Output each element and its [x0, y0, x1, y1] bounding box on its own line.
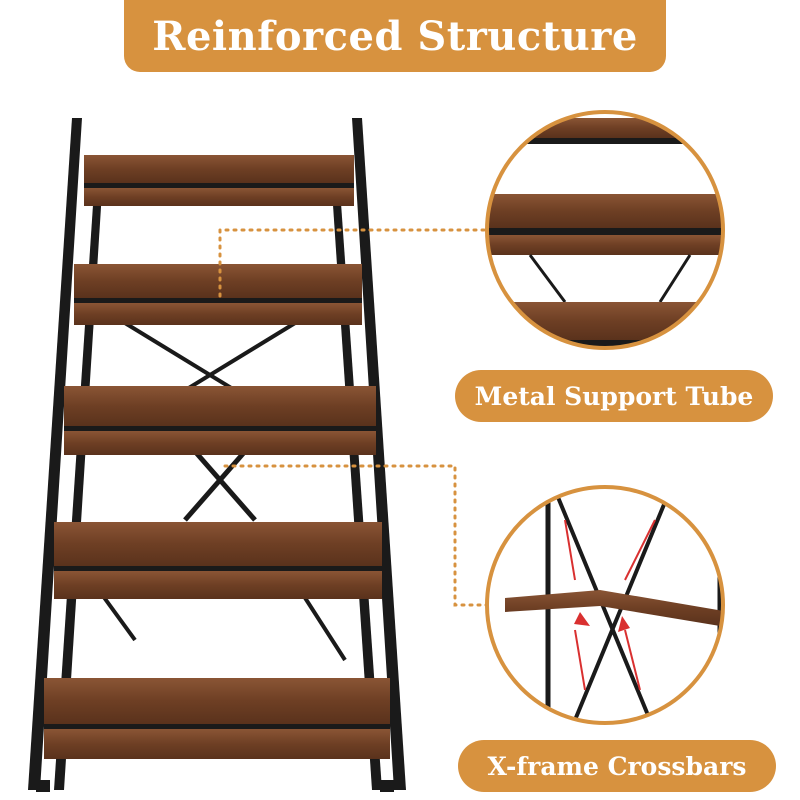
zoom-circle-crossbars: [485, 485, 725, 725]
callout-label: X-frame Crossbars: [487, 751, 747, 781]
callout-connectors: [218, 228, 490, 607]
callout-label: Metal Support Tube: [474, 381, 754, 411]
title-banner: Reinforced Structure: [124, 0, 666, 72]
callout-pill-support-tube: Metal Support Tube: [455, 370, 773, 422]
callout-pill-crossbars: X-frame Crossbars: [458, 740, 776, 792]
shelves: [44, 155, 390, 759]
stand-frame: [28, 118, 406, 792]
page-title: Reinforced Structure: [152, 12, 638, 60]
zoom-circle-support-tube: [485, 110, 725, 350]
